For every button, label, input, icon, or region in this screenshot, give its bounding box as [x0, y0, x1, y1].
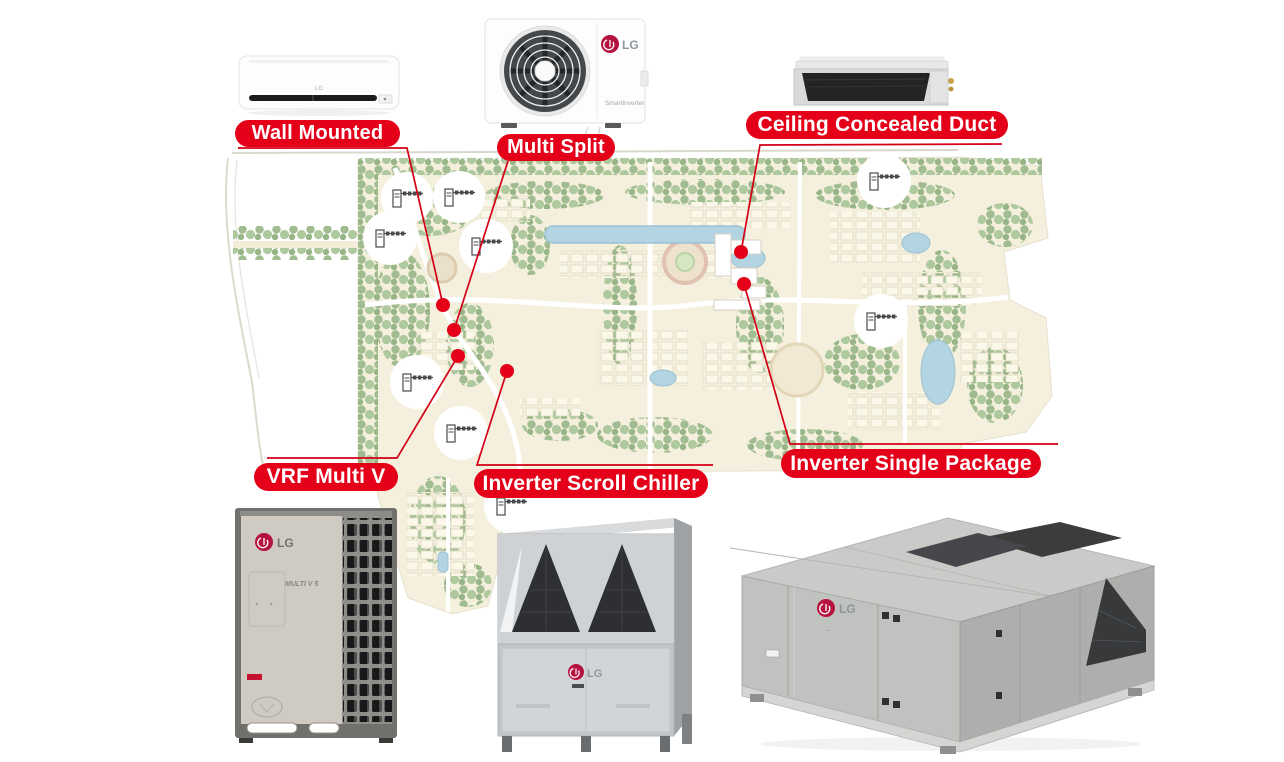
label-inverter-single-package: Inverter Single Package [781, 449, 1041, 478]
svg-text:▪▪: ▪▪ [826, 628, 830, 634]
lg-logo-text: LG [277, 536, 294, 550]
label-vrf-multi-v: VRF Multi V [254, 463, 398, 491]
lg-logo-text: LG [839, 602, 856, 616]
smartinverter-text: SmartInverter [605, 100, 645, 107]
connector-lines [238, 143, 1058, 466]
lg-logo-text: LG [622, 38, 639, 52]
connector-dots [436, 245, 751, 378]
vrf-multi-v-unit-image: LG MULTI V 5 [233, 506, 399, 751]
multi-v-model-text: MULTI V 5 [285, 581, 318, 588]
multi-split-unit-image: LG SmartInverter [483, 13, 649, 136]
label-multi-split: Multi Split [497, 134, 615, 161]
inverter-single-package-unit-image: LG ▪▪ [729, 480, 1166, 761]
lg-logo-text: LG [587, 668, 602, 680]
label-ceiling-concealed-duct: Ceiling Concealed Duct [746, 111, 1008, 139]
label-inverter-scroll-chiller: Inverter Scroll Chiller [474, 469, 708, 498]
lg-logo-text: LG [315, 86, 324, 92]
inverter-scroll-chiller-unit-image: LG [486, 504, 702, 762]
wall-mounted-unit-image: LG [237, 52, 401, 123]
ceiling-concealed-duct-unit-image [790, 54, 960, 117]
label-wall-mounted: Wall Mounted [235, 120, 400, 147]
